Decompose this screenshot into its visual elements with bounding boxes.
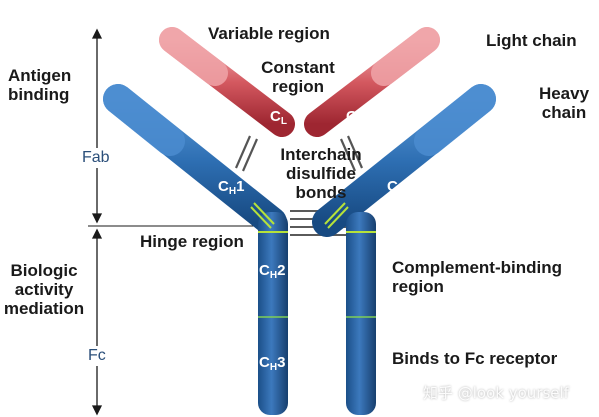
right-heavy-variable [414, 84, 496, 156]
left-bracket [88, 28, 262, 416]
right-heavy-stem [346, 212, 376, 415]
watermark: 知乎 @look yourself [423, 384, 569, 402]
label-antigen-binding: Antigen binding [8, 66, 72, 104]
label-fc: Fc [87, 346, 107, 366]
label-heavy-chain: Heavy chain [538, 84, 590, 122]
left-light-variable [159, 27, 228, 86]
light-heavy-disulfide-right [339, 135, 364, 172]
left-heavy-variable [103, 84, 185, 156]
label-fab: Fab [81, 148, 111, 168]
label-complement-binding-region: Complement-binding region [392, 258, 562, 296]
label-variable-region: Variable region [208, 24, 330, 43]
label-light-chain: Light chain [486, 31, 577, 50]
light-heavy-disulfide-left [234, 135, 259, 172]
hinge-markers [250, 202, 376, 233]
domain-ch3: CH3 [259, 354, 286, 373]
label-biologic-activity-mediation: Biologic activity mediation [3, 261, 85, 318]
label-binds-fc-receptor: Binds to Fc receptor [392, 349, 558, 368]
label-hinge-region: Hinge region [140, 232, 244, 251]
right-light-variable [371, 27, 440, 86]
domain-ch1-right: CH1 [387, 178, 414, 197]
domain-cl-left: CL [270, 108, 287, 127]
label-constant-region: Constant region [261, 58, 335, 96]
label-interchain-disulfide-bonds: Interchain disulfide bonds [280, 145, 362, 202]
domain-cl-right: CL [346, 108, 363, 127]
domain-ch1-left: CH1 [218, 178, 245, 197]
left-heavy-stem [258, 212, 288, 415]
domain-ch2: CH2 [259, 262, 286, 281]
